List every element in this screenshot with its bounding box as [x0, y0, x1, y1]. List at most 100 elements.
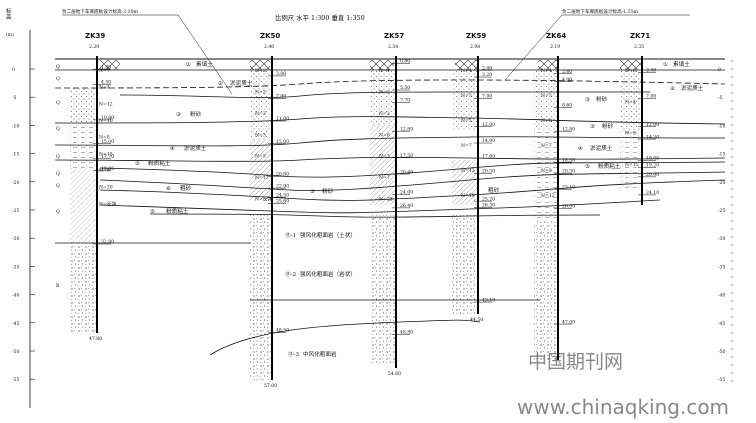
depth-label: 7.00 [646, 94, 656, 100]
borehole-zk71: ZK712.352.407.0012.0014.2018.0019.2020.9… [625, 32, 659, 205]
depth-label: 7.00 [482, 94, 492, 100]
depth-label: 17.70 [101, 154, 114, 160]
depth-label: 14.20 [646, 134, 659, 140]
axis-tick-label-right: -5 [718, 95, 723, 101]
borehole-bottom-depth: 57.00 [264, 383, 277, 389]
depth-label: 3.20 [482, 72, 492, 78]
layer-code: ① [663, 61, 668, 68]
borehole-elevation: 2.98 [470, 44, 480, 50]
spt-value: N=8 [99, 135, 110, 141]
layer-label-silty-clay-left: 粉质粘土 [148, 159, 171, 167]
axis-tick-label: -50 [12, 349, 19, 355]
layer-label-rock3: 中风化粗面岩 [303, 350, 337, 358]
svg-text:Q: Q [56, 171, 60, 177]
layer-label-sand-light: 粉砂 [322, 187, 334, 195]
layer-label-mud-right: 淤泥质土 [681, 84, 704, 92]
borehole-zk39: ZK392.291.804.5010.8015.0017.7019.8032.8… [85, 32, 116, 342]
depth-label: 10.80 [101, 115, 114, 121]
depth-label: 20.30 [482, 169, 495, 175]
axis-tick-label: 0 [12, 67, 15, 73]
layer-code: ⑤ [150, 208, 155, 215]
depth-label: 24.10 [646, 190, 659, 196]
depth-label: 24.50 [276, 192, 289, 198]
spt-value: N=5 [625, 131, 636, 137]
svg-text:Q: Q [56, 100, 60, 106]
axis-tick-label-right: -35 [718, 264, 725, 270]
depth-label: 1.80 [101, 64, 111, 70]
depth-label: 12.00 [482, 122, 495, 128]
borehole-elevation: 2.35 [634, 44, 644, 50]
depth-label: 4.50 [101, 80, 111, 86]
axis-tick-label-right: -30 [718, 236, 725, 242]
depth-label: 7.70 [400, 98, 410, 104]
borehole-bottom-depth: 54.80 [388, 371, 401, 377]
spt-value: N=7 [461, 143, 472, 149]
borehole-name: ZK71 [630, 32, 650, 40]
layer-label-mud-right2: 淤泥质土 [590, 144, 613, 152]
spt-value: N=7 [99, 68, 110, 74]
svg-text:Q: Q [56, 183, 60, 189]
borehole-name: ZK50 [260, 32, 280, 40]
axis-tick-label-right: -55 [718, 377, 725, 383]
spt-value: N=4 [461, 68, 472, 74]
spt-value: N=3 [379, 154, 390, 160]
layer-label-coarse-sand: 粗砂 [180, 184, 192, 192]
layer-code: ⑤ [135, 160, 140, 167]
spt-value: N=4 [541, 68, 552, 74]
axis-tick-label: -20 [12, 180, 19, 186]
axis-tick-label: -5 [12, 95, 17, 101]
depth-label: 26.50 [562, 204, 575, 210]
spt-value: N=反弹 [255, 196, 272, 203]
spt-value: N=13 [461, 168, 475, 174]
borehole-elevation: 2.19 [550, 44, 560, 50]
layer-code: ⑪-2 [285, 270, 296, 278]
axis-tick-label: -45 [12, 321, 19, 327]
watermark-url: www.chinaqking.com [517, 395, 729, 419]
borehole-elevation: 2.40 [264, 44, 274, 50]
layer-code: ① [186, 61, 191, 68]
layer-code: ⑪-1 [285, 231, 296, 239]
layer-label-mud: 淤泥质土 [230, 79, 253, 87]
depth-label: 32.80 [101, 239, 114, 245]
layer-code: ③ [590, 123, 595, 130]
layer-label-fine-sand: 粉砂 [190, 110, 202, 118]
depth-label: 14.90 [482, 138, 495, 144]
depth-label: 24.00 [400, 190, 413, 196]
spt-value: N=7 [379, 175, 390, 181]
axis-tick-label: -25 [12, 208, 19, 214]
spt-value: N=4 [99, 85, 110, 91]
depth-label: 26.40 [400, 203, 413, 209]
svg-text:Q: Q [56, 76, 60, 82]
borehole-zk59: ZK592.982.003.207.0012.0014.9017.6020.30… [461, 32, 495, 323]
depth-label: 2.60 [562, 69, 572, 75]
borehole-name: ZK57 [384, 32, 404, 40]
axis-tick-label: -35 [12, 264, 19, 270]
depth-label: 17.60 [482, 153, 495, 159]
svg-text:Q: Q [56, 64, 60, 70]
svg-text:Q: Q [56, 154, 60, 160]
spt-value: N=9 [541, 168, 552, 174]
borehole-zk57: ZK572.540.805.507.7012.8017.5020.4024.00… [379, 32, 413, 377]
layer-label-coarse-sand-mid: 粗砂 [488, 186, 500, 194]
layer-code: ③ [310, 188, 315, 195]
layer-label-silty-clay-right: 粉质粘土 [598, 162, 621, 170]
borehole-name: ZK64 [546, 32, 566, 40]
layer-code: ③ [176, 111, 181, 118]
depth-label: 12.80 [400, 126, 413, 132]
depth-label: 43.10 [482, 297, 495, 303]
axis-tick-label-right: -20 [718, 180, 725, 186]
axis-unit: (m) [6, 31, 14, 38]
right-design-note: 负二层地下车库底板设计标高-L.55m [562, 8, 639, 15]
quaternary-labels: Q Q Q Q Q Q Q Q B [56, 64, 60, 289]
axis-tick-label: -55 [12, 377, 19, 383]
depth-label: 48.50 [276, 328, 289, 334]
depth-label: 25.60 [276, 199, 289, 205]
layer-code: ⑤ [585, 163, 590, 170]
depth-label: 12.00 [646, 122, 659, 128]
spt-value: N=19 [461, 193, 475, 199]
layer-code: ③ [585, 96, 590, 103]
depth-label: 2.40 [646, 68, 656, 74]
layer-label-mud2: 淤泥质土 [184, 144, 207, 152]
layer-label-fill-right: 素填土 [673, 60, 690, 68]
